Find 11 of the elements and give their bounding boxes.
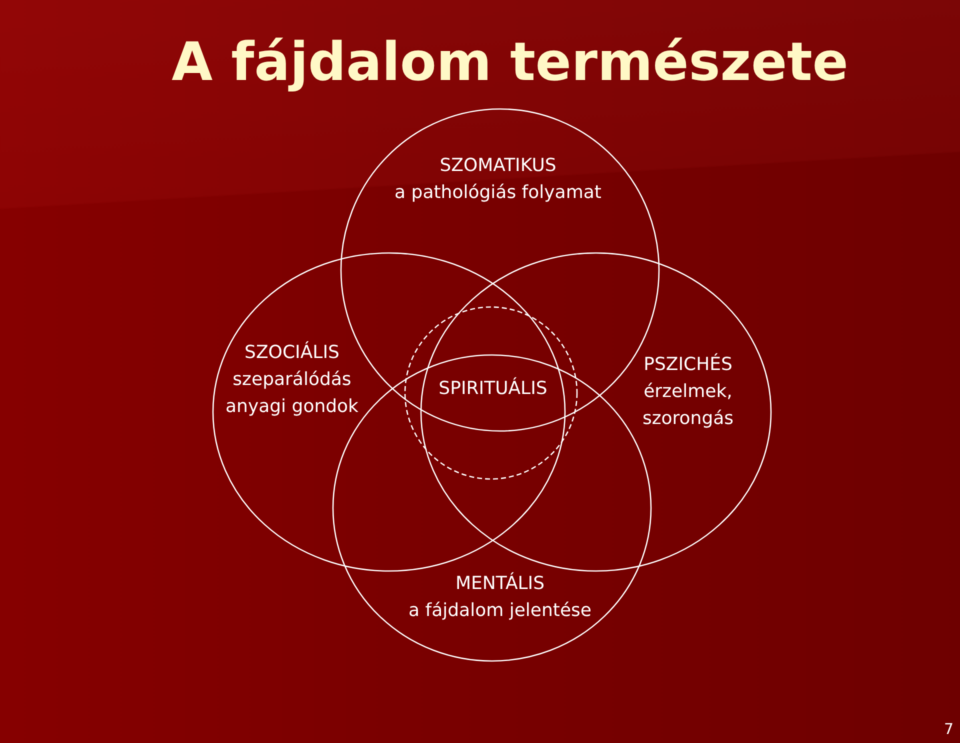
category-heading: SPIRITUÁLIS xyxy=(438,376,548,401)
category-heading: PSZICHÉS xyxy=(644,352,732,377)
category-description: érzelmek, szorongás xyxy=(641,380,735,431)
page-number: 7 xyxy=(944,719,954,739)
category-description: a pathológiás folyamat xyxy=(394,181,602,205)
category-heading: SZOCIÁLIS xyxy=(244,340,340,365)
category-description: szeparálódás anyagi gondok xyxy=(224,368,360,419)
slide-title: A fájdalom természete xyxy=(172,31,848,95)
category-description: a fájdalom jelentése xyxy=(408,599,592,623)
category-heading: MENTÁLIS xyxy=(455,571,545,596)
category-heading: SZOMATIKUS xyxy=(440,154,556,178)
